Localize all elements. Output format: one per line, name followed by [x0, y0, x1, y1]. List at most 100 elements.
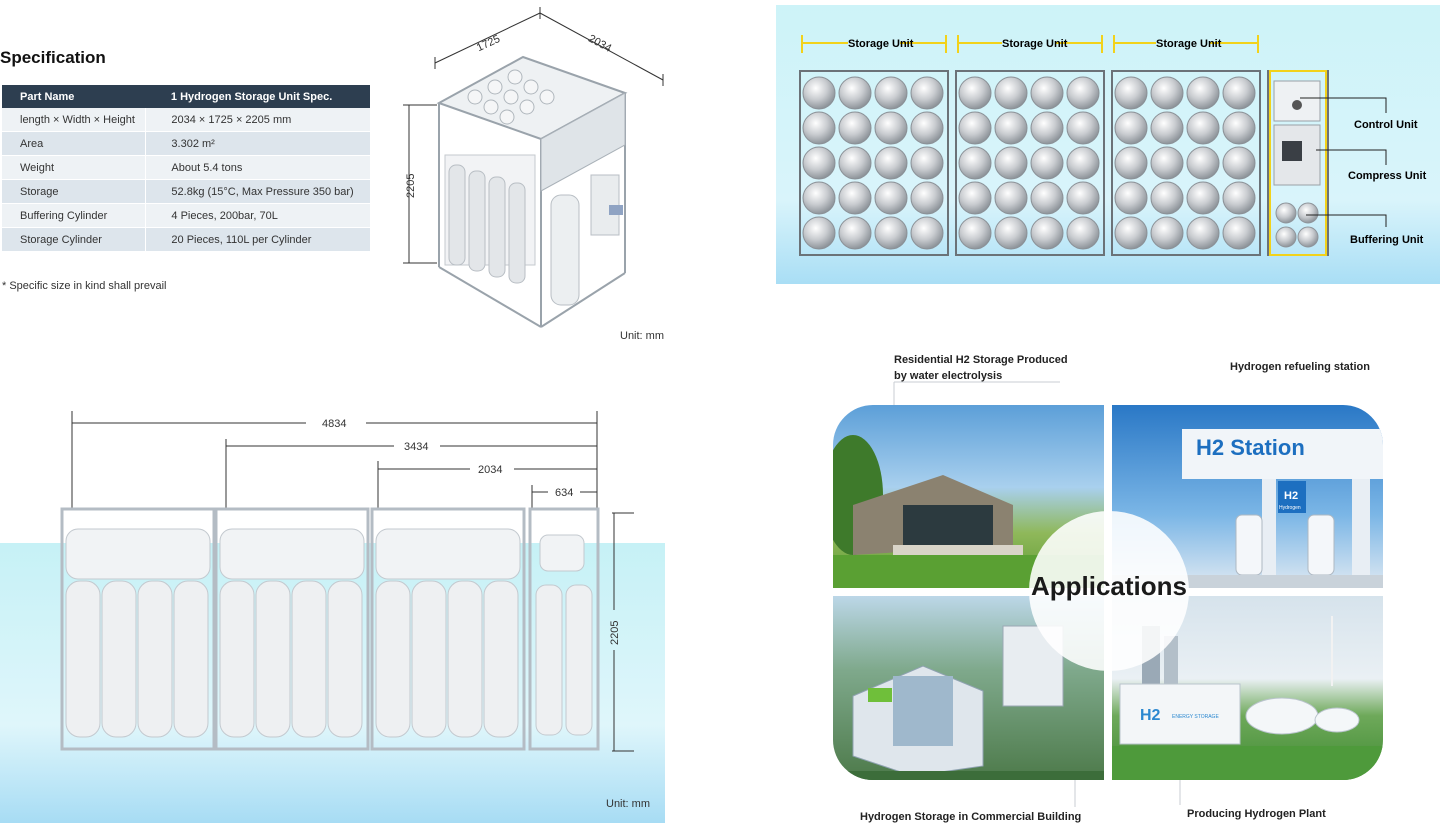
- rack-cylinder: [411, 580, 447, 738]
- iso-width-label: 1725: [475, 33, 502, 54]
- front-unit-drawing: 4834 3434 2034 634 2205: [60, 411, 634, 752]
- cylinder-sphere: [1066, 181, 1100, 215]
- cylinder-sphere: [1066, 111, 1100, 145]
- caption-commercial: Hydrogen Storage in Commercial Building: [860, 811, 1082, 823]
- cylinder-sphere: [994, 76, 1028, 110]
- cylinder-sphere: [1222, 111, 1256, 145]
- cylinder-sphere: [958, 216, 992, 250]
- cylinder-sphere: [874, 76, 908, 110]
- buffer-cylinder: [535, 584, 563, 736]
- cylinder-sphere: [1114, 111, 1148, 145]
- caption-plant: Producing Hydrogen Plant: [1187, 808, 1326, 820]
- cylinder-sphere: [994, 146, 1028, 180]
- spec-cell-name: Buffering Cylinder: [2, 203, 146, 228]
- cylinder-sphere: [1030, 111, 1064, 145]
- cylinder-sphere: [1150, 111, 1184, 145]
- spec-cell-value: 20 Pieces, 110L per Cylinder: [145, 227, 370, 252]
- pump-subsign: Hydrogen: [1279, 505, 1301, 511]
- rack-cylinder: [173, 580, 209, 738]
- spec-cell-value: 52.8kg (15°C, Max Pressure 350 bar): [145, 179, 370, 204]
- spec-title: Specification: [0, 48, 106, 67]
- cylinder-sphere: [1114, 181, 1148, 215]
- pump-sign: H2: [1284, 490, 1298, 502]
- rack-frame: [214, 507, 370, 751]
- cylinder-sphere: [1030, 76, 1064, 110]
- buffer-cylinder: [565, 584, 593, 736]
- compress-unit-label: Compress Unit: [1348, 170, 1427, 182]
- rack-cylinder: [447, 580, 483, 738]
- cylinder-sphere: [958, 146, 992, 180]
- rack-top-tank: [65, 528, 211, 580]
- cylinder-sphere: [802, 76, 836, 110]
- cylinder-sphere: [1066, 216, 1100, 250]
- front-cylinder-racks: [60, 507, 600, 751]
- cylinder-sphere: [910, 181, 944, 215]
- iso-depth-label: 2034: [586, 33, 613, 55]
- dim-total-label: 4834: [322, 418, 346, 430]
- cylinder-sphere: [1186, 216, 1220, 250]
- spec-cell-name: Storage Cylinder: [2, 227, 146, 252]
- cylinder-sphere: [1030, 146, 1064, 180]
- cylinder-sphere: [874, 181, 908, 215]
- cylinder-sphere: [994, 111, 1028, 145]
- cylinder-sphere: [874, 146, 908, 180]
- cylinder-sphere: [874, 111, 908, 145]
- cylinder-sphere: [1114, 146, 1148, 180]
- rack-cylinder: [65, 580, 101, 738]
- isometric-unit-drawing: 1725 2034 2205: [403, 7, 664, 328]
- cylinder-sphere: [1150, 181, 1184, 215]
- spec-cell-name: length × Width × Height: [2, 108, 146, 132]
- dim-two-label: 2034: [478, 464, 502, 476]
- rack-cylinder: [327, 580, 363, 738]
- cylinder-sphere: [958, 181, 992, 215]
- rack-frame: [370, 507, 526, 751]
- spec-cell-value: 4 Pieces, 200bar, 70L: [145, 203, 370, 228]
- cylinder-sphere: [1222, 146, 1256, 180]
- cylinder-sphere: [910, 216, 944, 250]
- cylinder-sphere: [1150, 76, 1184, 110]
- cylinder-sphere: [838, 181, 872, 215]
- cylinder-sphere: [1066, 146, 1100, 180]
- cylinder-sphere: [910, 146, 944, 180]
- spec-cell-value: 3.302 m²: [145, 131, 370, 156]
- rack-cylinder: [219, 580, 255, 738]
- cylinder-sphere: [1030, 181, 1064, 215]
- cylinder-sphere: [1222, 216, 1256, 250]
- cylinder-sphere: [910, 111, 944, 145]
- cylinder-sphere: [1114, 216, 1148, 250]
- rack-cylinder: [255, 580, 291, 738]
- cylinder-sphere: [802, 181, 836, 215]
- cylinder-sphere: [958, 76, 992, 110]
- cylinder-sphere: [994, 181, 1028, 215]
- cylinder-sphere: [994, 216, 1028, 250]
- cylinder-sphere: [1150, 146, 1184, 180]
- cylinder-sphere: [802, 111, 836, 145]
- caption-residential: Residential H2 Storage Produced by water…: [894, 354, 1068, 382]
- buffering-unit-label: Buffering Unit: [1350, 234, 1424, 246]
- rack-frame: [60, 507, 216, 751]
- rack-cylinder: [137, 580, 173, 738]
- rack-cylinder: [101, 580, 137, 738]
- front-unit-label: Unit: mm: [606, 798, 650, 810]
- cylinder-sphere: [874, 216, 908, 250]
- control-rack-frame: [528, 507, 600, 751]
- cylinder-sphere: [1186, 76, 1220, 110]
- iso-unit-label: Unit: mm: [620, 330, 664, 342]
- rack-cylinder: [483, 580, 519, 738]
- cylinder-sphere: [802, 216, 836, 250]
- storage-unit-label: Storage Unit: [1002, 38, 1068, 50]
- spec-header-row: Part Name 1 Hydrogen Storage Unit Spec.: [2, 85, 370, 108]
- cylinder-sphere: [1222, 76, 1256, 110]
- rack-cylinder: [375, 580, 411, 738]
- cylinder-sphere: [838, 216, 872, 250]
- cylinder-sphere: [1150, 216, 1184, 250]
- spec-table: Part Name 1 Hydrogen Storage Unit Spec. …: [2, 85, 370, 252]
- cylinder-sphere: [1186, 146, 1220, 180]
- cylinder-sphere: [1030, 216, 1064, 250]
- container-h2-text: H2: [1140, 707, 1161, 724]
- cylinder-sphere: [1222, 181, 1256, 215]
- spec-cell-value: About 5.4 tons: [145, 155, 370, 180]
